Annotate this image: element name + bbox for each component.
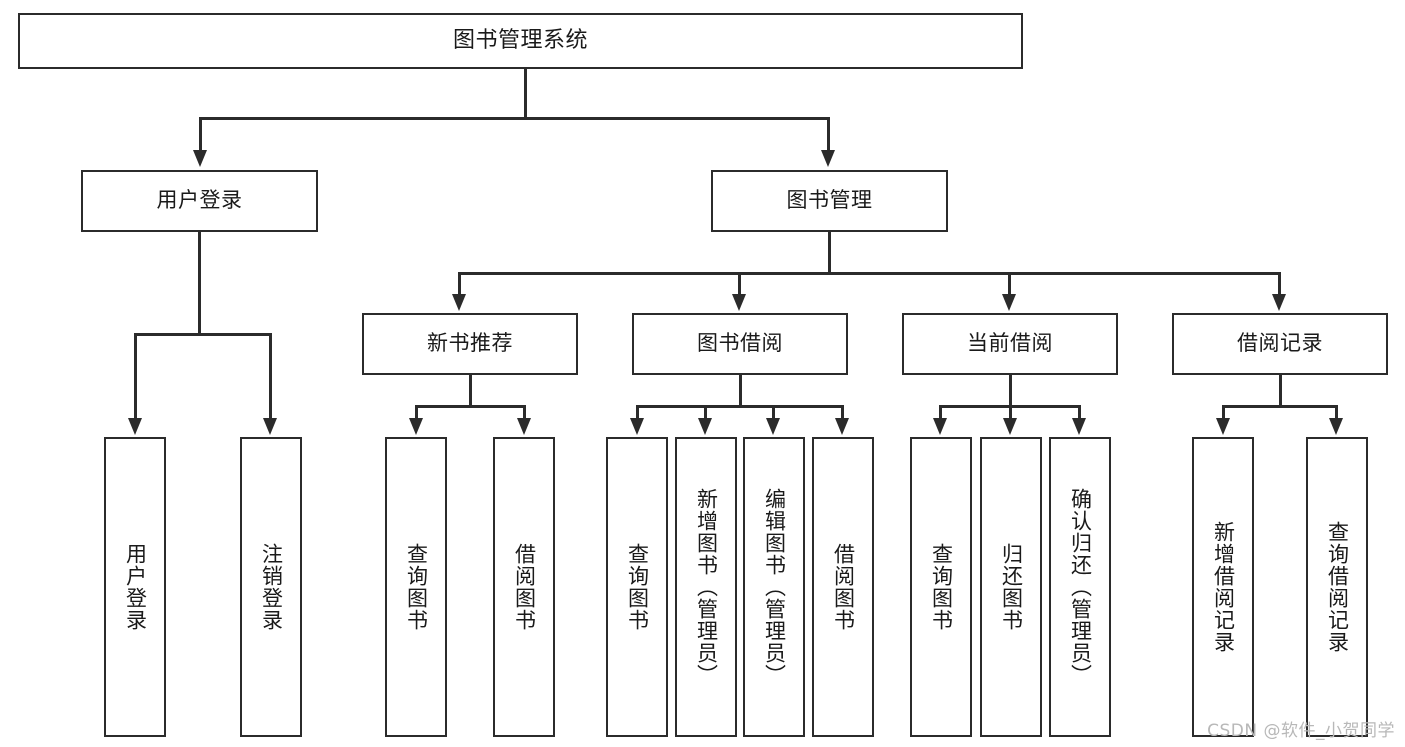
edge-book-mgmt-child-4 bbox=[1278, 272, 1281, 296]
leaf-label: 查询图书 bbox=[625, 543, 650, 631]
node-book-borrow[interactable]: 图书借阅 bbox=[632, 313, 848, 375]
edge-recommend-child-1 bbox=[415, 405, 418, 420]
node-book-management[interactable]: 图书管理 bbox=[711, 170, 948, 232]
edge-recommend-bar bbox=[415, 405, 525, 408]
leaf-recommend-query-book[interactable]: 查询图书 bbox=[385, 437, 447, 737]
edge-recommend-stem bbox=[469, 375, 472, 407]
edge-recommend-child-2 bbox=[523, 405, 526, 420]
leaf-current-query-book[interactable]: 查询图书 bbox=[910, 437, 972, 737]
node-root-system[interactable]: 图书管理系统 bbox=[18, 13, 1023, 69]
leaf-recommend-borrow-book[interactable]: 借阅图书 bbox=[493, 437, 555, 737]
edge-record-child-1 bbox=[1222, 405, 1225, 420]
arrow-recommend-child-2 bbox=[517, 418, 531, 435]
edge-record-bar bbox=[1222, 405, 1337, 408]
edge-borrow-bar bbox=[636, 405, 844, 408]
arrow-root-to-book-mgmt bbox=[821, 150, 835, 167]
edge-book-mgmt-child-1 bbox=[458, 272, 461, 296]
edge-user-login-stem bbox=[198, 232, 201, 333]
edge-borrow-child-2 bbox=[704, 405, 707, 420]
node-borrow-record[interactable]: 借阅记录 bbox=[1172, 313, 1388, 375]
arrow-borrow-child-3 bbox=[766, 418, 780, 435]
leaf-label: 借阅图书 bbox=[831, 543, 856, 631]
arrow-book-mgmt-child-3 bbox=[1002, 294, 1016, 311]
leaf-borrow-edit-book-admin[interactable]: 编辑图书（管理员） bbox=[743, 437, 805, 737]
edge-book-mgmt-bar bbox=[458, 272, 1280, 275]
node-new-book-recommend[interactable]: 新书推荐 bbox=[362, 313, 578, 375]
edge-current-child-2 bbox=[1009, 405, 1012, 420]
arrow-user-login-child-1 bbox=[128, 418, 142, 435]
edge-book-mgmt-child-2 bbox=[738, 272, 741, 296]
arrow-borrow-child-1 bbox=[630, 418, 644, 435]
edge-current-stem bbox=[1009, 375, 1012, 407]
leaf-label: 新增图书（管理员） bbox=[694, 488, 719, 686]
leaf-borrow-add-book-admin[interactable]: 新增图书（管理员） bbox=[675, 437, 737, 737]
leaf-label: 查询图书 bbox=[404, 543, 429, 631]
arrow-book-mgmt-child-2 bbox=[732, 294, 746, 311]
leaf-user-login-login[interactable]: 用户登录 bbox=[104, 437, 166, 737]
arrow-record-child-2 bbox=[1329, 418, 1343, 435]
node-current-borrow[interactable]: 当前借阅 bbox=[902, 313, 1118, 375]
edge-record-stem bbox=[1279, 375, 1282, 407]
leaf-label: 编辑图书（管理员） bbox=[762, 488, 787, 686]
node-user-login[interactable]: 用户登录 bbox=[81, 170, 318, 232]
edge-user-login-bar bbox=[134, 333, 271, 336]
arrow-book-mgmt-child-4 bbox=[1272, 294, 1286, 311]
edge-current-child-1 bbox=[939, 405, 942, 420]
watermark-text: CSDN @软件_小贺同学 bbox=[1207, 721, 1395, 741]
arrow-current-child-1 bbox=[933, 418, 947, 435]
arrow-borrow-child-2 bbox=[698, 418, 712, 435]
edge-borrow-child-4 bbox=[841, 405, 844, 420]
edge-borrow-child-3 bbox=[772, 405, 775, 420]
leaf-label: 用户登录 bbox=[123, 543, 148, 631]
leaf-borrow-borrow-book[interactable]: 借阅图书 bbox=[812, 437, 874, 737]
leaf-label: 注销登录 bbox=[259, 543, 284, 631]
edge-book-mgmt-stem bbox=[828, 232, 831, 274]
edge-borrow-child-1 bbox=[636, 405, 639, 420]
edge-root-bar bbox=[199, 117, 830, 120]
leaf-label: 新增借阅记录 bbox=[1211, 521, 1236, 653]
leaf-user-login-logout[interactable]: 注销登录 bbox=[240, 437, 302, 737]
arrow-borrow-child-4 bbox=[835, 418, 849, 435]
leaf-borrow-query-book[interactable]: 查询图书 bbox=[606, 437, 668, 737]
leaf-label: 归还图书 bbox=[999, 543, 1024, 631]
arrow-current-child-3 bbox=[1072, 418, 1086, 435]
edge-user-login-child-2 bbox=[269, 333, 272, 420]
edge-borrow-stem bbox=[739, 375, 742, 407]
arrow-root-to-user-login bbox=[193, 150, 207, 167]
leaf-label: 确认归还（管理员） bbox=[1068, 488, 1093, 686]
edge-root-stem bbox=[524, 69, 527, 118]
arrow-book-mgmt-child-1 bbox=[452, 294, 466, 311]
edge-current-child-3 bbox=[1078, 405, 1081, 420]
edge-root-to-book-mgmt bbox=[827, 117, 830, 152]
arrow-current-child-2 bbox=[1003, 418, 1017, 435]
leaf-record-query-record[interactable]: 查询借阅记录 bbox=[1306, 437, 1368, 737]
arrow-recommend-child-1 bbox=[409, 418, 423, 435]
edge-user-login-child-1 bbox=[134, 333, 137, 420]
leaf-record-add-record[interactable]: 新增借阅记录 bbox=[1192, 437, 1254, 737]
arrow-record-child-1 bbox=[1216, 418, 1230, 435]
leaf-current-return-book[interactable]: 归还图书 bbox=[980, 437, 1042, 737]
leaf-label: 借阅图书 bbox=[512, 543, 537, 631]
arrow-user-login-child-2 bbox=[263, 418, 277, 435]
leaf-label: 查询图书 bbox=[929, 543, 954, 631]
edge-root-to-user-login bbox=[199, 117, 202, 152]
edge-book-mgmt-child-3 bbox=[1008, 272, 1011, 296]
leaf-current-confirm-return-admin[interactable]: 确认归还（管理员） bbox=[1049, 437, 1111, 737]
leaf-label: 查询借阅记录 bbox=[1325, 521, 1350, 653]
edge-record-child-2 bbox=[1335, 405, 1338, 420]
